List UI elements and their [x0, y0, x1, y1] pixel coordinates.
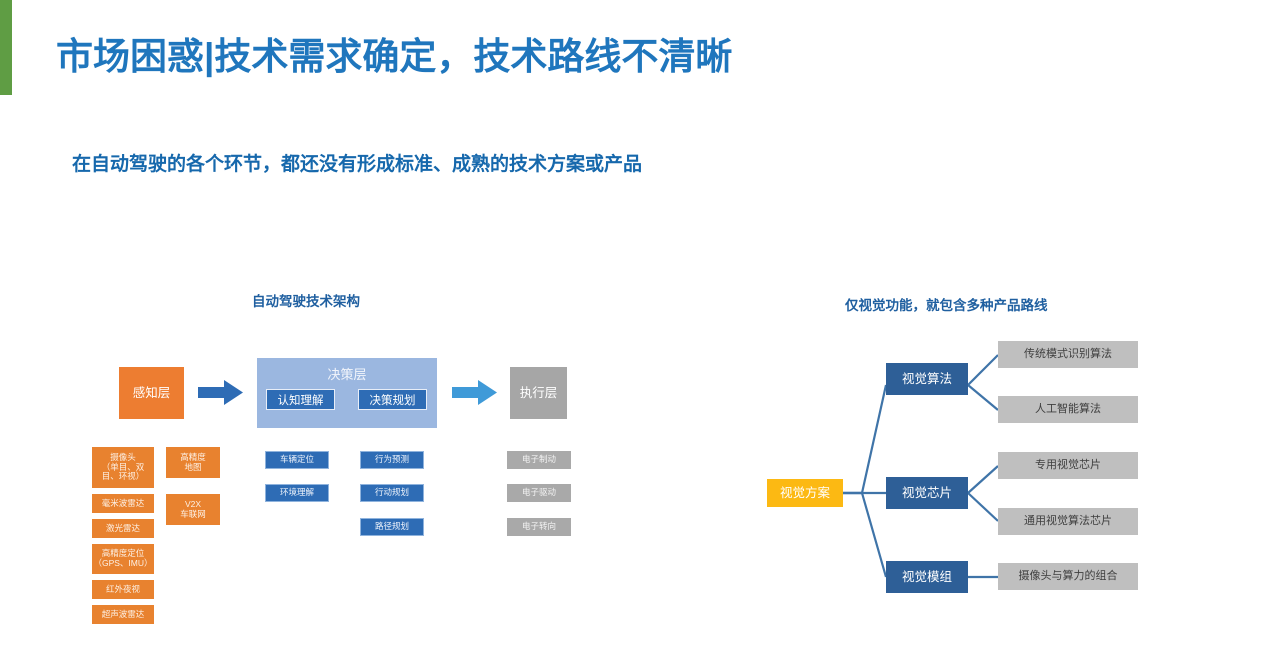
page-title: 市场困惑|技术需求确定，技术路线不清晰: [56, 36, 733, 77]
leaf-dedicated-vision-chip[interactable]: 专用视觉芯片: [998, 452, 1138, 479]
chip-hd-map[interactable]: 高精度 地图: [166, 447, 220, 478]
chip-ultrasonic-radar[interactable]: 超声波雷达: [92, 605, 154, 624]
chip-camera[interactable]: 摄像头 （单目、双 目、环视）: [92, 447, 154, 488]
chip-infrared-night-vision[interactable]: 红外夜视: [92, 580, 154, 599]
chip-environment-understanding[interactable]: 环境理解: [265, 484, 329, 502]
leaf-ai-algorithm[interactable]: 人工智能算法: [998, 396, 1138, 423]
leaf-camera-and-compute-combo[interactable]: 摄像头与算力的组合: [998, 563, 1138, 590]
node-vision-module[interactable]: 视觉模组: [886, 561, 968, 593]
right-diagram-title: 仅视觉功能，就包含多种产品路线: [845, 298, 1048, 313]
node-execution-layer[interactable]: 执行层: [510, 367, 567, 419]
node-cognitive-understanding[interactable]: 认知理解: [266, 389, 335, 410]
chip-electronic-braking[interactable]: 电子制动: [507, 451, 571, 469]
chip-behavior-prediction[interactable]: 行为预测: [360, 451, 424, 469]
arrow-decision-to-execution: [452, 380, 497, 405]
node-vision-solution-root[interactable]: 视觉方案: [767, 479, 843, 507]
chip-vehicle-localization[interactable]: 车辆定位: [265, 451, 329, 469]
chip-high-precision-positioning[interactable]: 高精度定位 （GPS、IMU）: [92, 544, 154, 574]
node-decision-planning[interactable]: 决策规划: [358, 389, 427, 410]
chip-v2x[interactable]: V2X 车联网: [166, 494, 220, 525]
page-subtitle: 在自动驾驶的各个环节，都还没有形成标准、成熟的技术方案或产品: [72, 154, 643, 175]
chip-lidar[interactable]: 激光雷达: [92, 519, 154, 538]
chip-electronic-drive[interactable]: 电子驱动: [507, 484, 571, 502]
left-diagram-title: 自动驾驶技术架构: [252, 294, 360, 309]
leaf-traditional-pattern-recognition[interactable]: 传统模式识别算法: [998, 341, 1138, 368]
node-perception-layer[interactable]: 感知层: [119, 367, 184, 419]
leaf-general-vision-algorithm-chip[interactable]: 通用视觉算法芯片: [998, 508, 1138, 535]
chip-action-planning[interactable]: 行动规划: [360, 484, 424, 502]
node-decision-layer-panel[interactable]: 决策层 认知理解 决策规划: [257, 358, 437, 428]
accent-bar-green: [0, 0, 12, 95]
chip-path-planning[interactable]: 路径规划: [360, 518, 424, 536]
node-vision-algorithm[interactable]: 视觉算法: [886, 363, 968, 395]
chip-millimeter-wave-radar[interactable]: 毫米波雷达: [92, 494, 154, 513]
chip-electronic-steering[interactable]: 电子转向: [507, 518, 571, 536]
node-decision-layer-label: 决策层: [327, 367, 367, 382]
arrow-perception-to-decision: [198, 380, 243, 405]
right-diagram-connectors: [843, 354, 999, 579]
node-vision-chip[interactable]: 视觉芯片: [886, 477, 968, 509]
